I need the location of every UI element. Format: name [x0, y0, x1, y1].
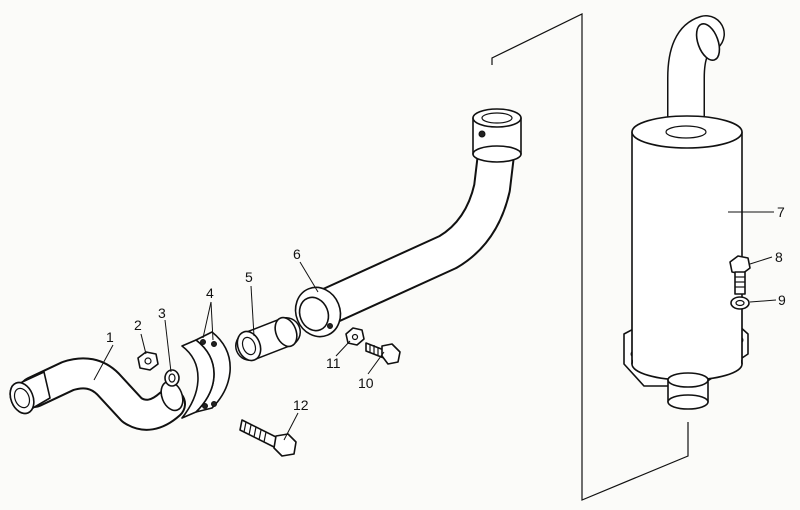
leader-5: [250, 285, 255, 337]
exhaust-pipe-with-clamp-ring: [294, 108, 522, 338]
callout-8: 8: [775, 249, 783, 265]
leader-11: [335, 340, 351, 357]
callout-1: 1: [106, 329, 114, 345]
muffler: [623, 15, 749, 410]
inlet-bent-pipe: [9, 357, 186, 431]
leader-4a: [202, 301, 212, 339]
callout-11: 11: [326, 355, 341, 371]
leader-6: [299, 261, 319, 293]
callout-9: 9: [778, 292, 786, 308]
callout-6: 6: [293, 246, 301, 262]
callout-labels: 1 2 3 4 5 6 7 8 9 10 11 12: [106, 204, 786, 413]
bolt-10: [365, 342, 401, 365]
washer-3: [164, 369, 180, 387]
bolt-12: [239, 419, 297, 457]
callout-2: 2: [134, 317, 142, 333]
assembly-guide-line: [491, 13, 689, 501]
callout-4: 4: [206, 285, 214, 301]
pipe-sleeve: [235, 316, 301, 362]
callout-12: 12: [293, 397, 309, 413]
leader-lines: [93, 211, 777, 441]
nut-2: [137, 351, 159, 371]
callout-10: 10: [358, 375, 374, 391]
leader-9: [749, 299, 777, 303]
callout-5: 5: [245, 269, 253, 285]
leader-8: [749, 256, 773, 265]
leader-12: [283, 412, 299, 441]
leader-2: [140, 333, 147, 355]
leader-3: [164, 319, 172, 373]
clamp: [181, 331, 231, 419]
washer-9: [730, 296, 750, 310]
leader-4b: [210, 301, 214, 341]
bolt-8: [729, 255, 751, 295]
leader-10: [367, 351, 385, 375]
callout-7: 7: [777, 204, 785, 220]
leader-1: [93, 344, 114, 381]
callout-3: 3: [158, 305, 166, 321]
